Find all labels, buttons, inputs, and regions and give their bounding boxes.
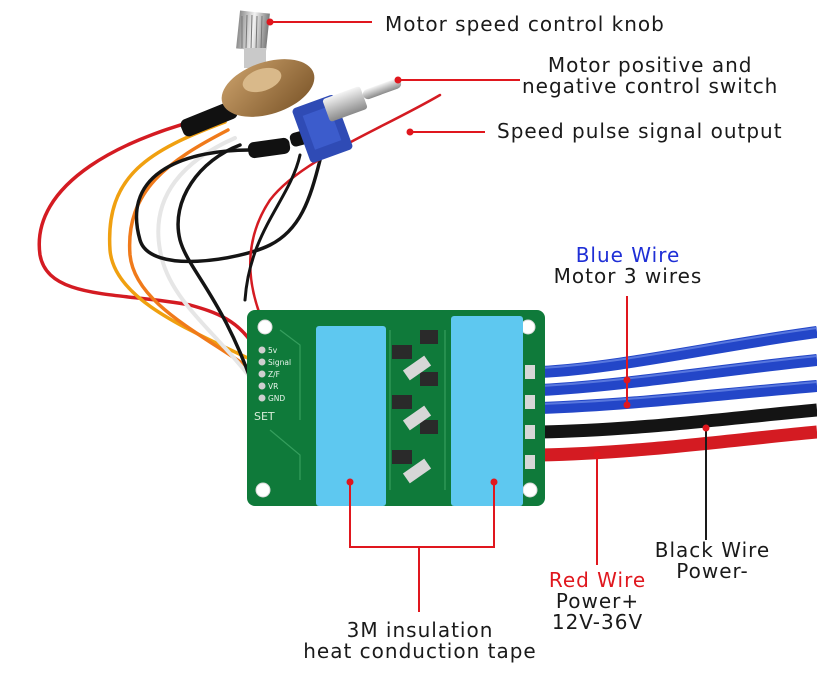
black-wire-title: Black Wire — [654, 538, 771, 562]
set-label: SET — [254, 410, 275, 423]
signal-connector-pads — [258, 346, 266, 402]
black-lead-2 — [243, 153, 302, 302]
tape-callout-line1: 3M insulation — [346, 618, 494, 642]
pin-label: 5v — [268, 346, 278, 355]
pin-label: GND — [268, 394, 285, 403]
tape-callout: 3M insulation heat conduction tape — [255, 620, 585, 662]
leader-lines — [266, 18, 710, 612]
black-wire-callout: Black Wire Power- — [645, 540, 780, 582]
blue-wire-title: Blue Wire — [575, 243, 681, 267]
pin-label: Signal — [268, 358, 291, 367]
mosfet-array — [392, 330, 535, 484]
black-signal-wire — [176, 143, 258, 397]
power-and-motor-wires — [539, 326, 817, 462]
red-wire-subtitle: Power+ — [555, 589, 640, 613]
signal-harness — [37, 93, 442, 397]
knob-callout: Motor speed control knob — [385, 12, 665, 36]
switch-callout-line1: Motor positive and — [547, 53, 753, 77]
black-switch-wire — [134, 148, 322, 264]
blue-wire-subtitle: Motor 3 wires — [553, 264, 703, 288]
insulation-tape-left — [316, 326, 386, 506]
pulse-callout: Speed pulse signal output — [497, 119, 783, 143]
motor-wire-1 — [539, 326, 817, 378]
red-wire-title: Red Wire — [548, 568, 647, 592]
tape-callout-line2: heat conduction tape — [303, 639, 537, 663]
controller-pcb — [247, 310, 545, 506]
switch-callout-line2: negative control switch — [522, 74, 779, 98]
pin-label: Z/F — [268, 370, 280, 379]
power-positive-wire — [539, 425, 817, 462]
direction-toggle-switch — [292, 78, 402, 163]
orange-signal-wire — [127, 128, 258, 375]
pcb-pin-labels: 5v Signal Z/F VR GND SET — [254, 346, 291, 423]
insulation-tape-right — [451, 316, 523, 506]
red-wire-voltage: 12V-36V — [551, 610, 644, 634]
black-wire-subtitle: Power- — [676, 559, 749, 583]
motor-wire-3 — [539, 380, 817, 414]
power-negative-wire — [539, 403, 817, 439]
blue-wire-callout: Blue Wire Motor 3 wires — [548, 245, 708, 287]
tape-bracket — [349, 482, 495, 612]
speed-knob-potentiometer — [221, 10, 315, 117]
white-signal-wire — [156, 136, 258, 387]
red-pulse-wire — [249, 93, 442, 322]
pin-label: VR — [268, 382, 278, 391]
motor-wire-2 — [539, 354, 817, 396]
switch-callout: Motor positive and negative control swit… — [522, 55, 778, 97]
red-signal-wire — [37, 110, 258, 352]
red-wire-callout: Red Wire Power+ 12V-36V — [540, 570, 655, 633]
